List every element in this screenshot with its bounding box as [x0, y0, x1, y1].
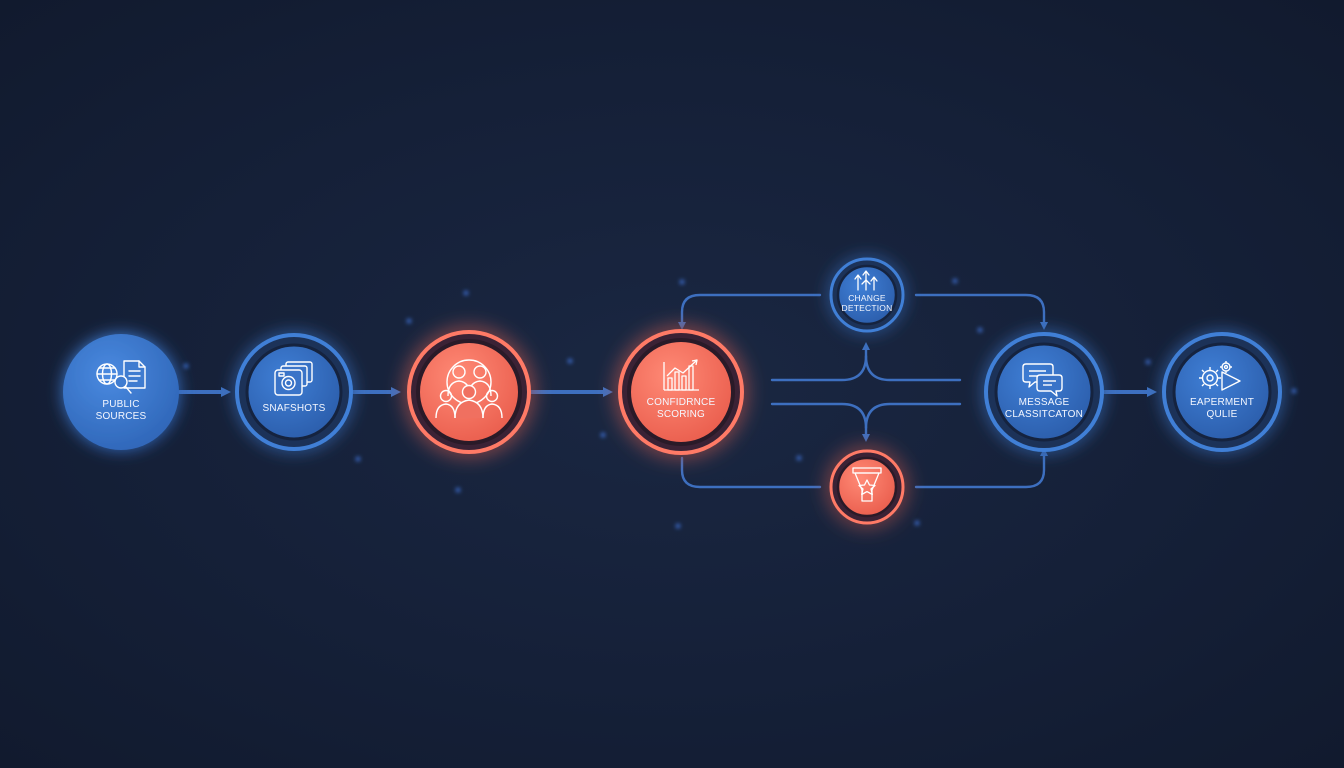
node-experiment-queue[interactable]	[1162, 332, 1282, 452]
sparkle-dot	[676, 524, 680, 528]
connector-loop-top-left	[678, 293, 822, 330]
connectors	[178, 293, 1157, 489]
sparkle-dot	[797, 456, 801, 460]
sparkle-dot	[1146, 360, 1150, 364]
globe-document-search-icon	[96, 360, 146, 394]
sparkle-dot	[568, 359, 572, 363]
node-public-sources[interactable]	[63, 334, 179, 450]
arrows-up-icon	[854, 270, 878, 291]
bar-chart-trend-icon	[663, 359, 699, 391]
node-confidence-scoring[interactable]	[618, 329, 744, 455]
node-change-detection[interactable]	[829, 257, 905, 333]
sparkle-dot	[978, 328, 982, 332]
node-message-classification[interactable]	[984, 332, 1104, 452]
connector-loop-bottom-left	[680, 456, 822, 489]
funnel-star-icon	[852, 467, 882, 502]
sparkle-dot	[356, 457, 360, 461]
sparkle-dot	[184, 364, 188, 368]
chat-bubbles-icon	[1022, 363, 1063, 397]
node-ranking[interactable]	[829, 449, 905, 525]
gears-play-icon	[1199, 361, 1241, 391]
background-sparkles	[184, 279, 1296, 528]
connector-inner-upper-right	[864, 354, 962, 382]
sparkle-dot	[456, 488, 460, 492]
sparkle-dot	[680, 280, 684, 284]
sparkle-dot	[915, 521, 919, 525]
connector-inner-lower	[770, 402, 870, 442]
sparkle-dot	[1292, 389, 1296, 393]
sparkle-dot	[464, 291, 468, 295]
people-group-icon	[435, 359, 503, 419]
connector-inner-upper	[770, 342, 870, 382]
sparkle-dot	[407, 319, 411, 323]
camera-stack-icon	[274, 361, 313, 396]
sparkle-dot	[601, 433, 605, 437]
connector-loop-bottom-right	[914, 448, 1048, 489]
connector-inner-lower-right	[864, 402, 962, 430]
connector-loop-top-right	[914, 293, 1048, 330]
sparkle-dot	[953, 279, 957, 283]
